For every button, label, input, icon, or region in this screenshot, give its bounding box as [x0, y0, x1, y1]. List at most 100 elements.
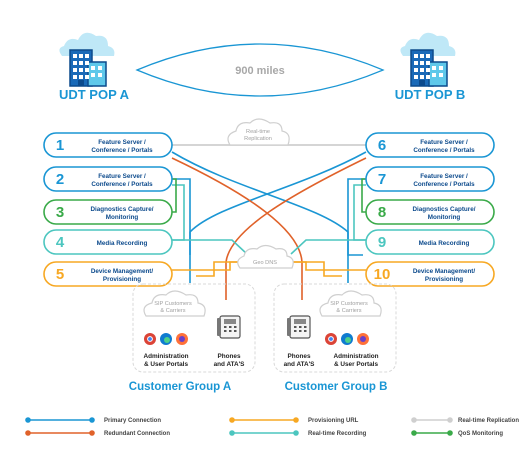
server-pill-outline [365, 166, 495, 192]
left-primary-vertical [172, 178, 191, 272]
group-a-label: Customer Group A [129, 381, 231, 393]
redundant-cross-a [171, 157, 303, 300]
server-pill-outline [365, 261, 495, 287]
server-label-line2: Provisioning [425, 276, 463, 283]
legend-label: Real-time Recording [308, 431, 367, 437]
server-pill-outline [43, 199, 173, 225]
legend-dot [293, 417, 299, 423]
pop-a-label: UDT POP A [59, 87, 130, 102]
group-b-admin-line2: & User Portals [334, 361, 378, 368]
group-a-phones-line1: Phones [217, 353, 241, 360]
legend-item: Redundant Connection [25, 430, 170, 437]
right-recording-to-dns [290, 239, 366, 255]
group-b-box [273, 283, 397, 373]
sip-b-line2: & Carriers [336, 308, 361, 314]
server-number: 6 [378, 137, 386, 154]
server-number: 8 [378, 204, 386, 221]
legend-dot [229, 417, 235, 423]
primary-cross-b [189, 151, 367, 255]
legend-item: Primary Connection [25, 417, 161, 424]
legend-label: Provisioning URL [308, 418, 359, 424]
sip-a-line1: SIP Customers [154, 301, 192, 307]
group-a-admin-line1: Administration [143, 353, 188, 360]
geo-dns-label: Geo DNS [253, 260, 277, 266]
legend-dot [89, 417, 95, 423]
group-a-phones-line2: and ATA'S [214, 361, 246, 368]
legend-dot [447, 430, 453, 436]
server-label-line2: Provisioning [103, 276, 141, 283]
group-b-phones-line2: and ATA'S [284, 361, 316, 368]
replication-cloud-icon: Real-time Replication [227, 118, 290, 146]
legend-item: Real-time Recording [229, 430, 367, 437]
legend-dot [25, 430, 31, 436]
group-b-browser-icons [324, 332, 370, 346]
group-b-phones-line1: Phones [287, 353, 311, 360]
left-provisioning [172, 261, 245, 271]
legend-dot [25, 417, 31, 423]
server-label-line2: Conference / Portals [91, 181, 153, 188]
server-label-line1: Device Management/ [413, 268, 476, 275]
server-label-line1: Diagnostics Capture/ [413, 206, 476, 213]
sip-cloud-b-icon: SIP Customers & Carriers [319, 290, 382, 317]
sip-b-line1: SIP Customers [330, 301, 368, 307]
distance-lens [135, 43, 385, 97]
sip-a-line2: & Carriers [160, 308, 185, 314]
pop-b-label: UDT POP B [395, 87, 466, 102]
server-number: 10 [374, 266, 391, 283]
server-number: 7 [378, 171, 386, 188]
server-label-line1: Feature Server / [420, 173, 468, 180]
redundant-cross-b [225, 157, 367, 300]
legend: Primary Connection Provisioning URL Real-t… [25, 417, 519, 437]
legend-label: Real-time Replication [458, 418, 519, 424]
legend-label: Redundant Connection [104, 431, 170, 437]
left-server-5: 5 Device Management/Provisioning [43, 261, 173, 287]
server-number: 5 [56, 266, 64, 283]
legend-label: QoS Monitoring [458, 431, 503, 437]
legend-label: Primary Connection [104, 418, 161, 424]
server-number: 4 [56, 234, 65, 251]
legend-dot [229, 430, 235, 436]
server-label-line1: Feature Server / [420, 139, 468, 146]
server-label-line1: Diagnostics Capture/ [91, 206, 154, 213]
sip-cloud-a-icon: SIP Customers & Carriers [143, 290, 206, 317]
server-pill-outline [365, 229, 495, 255]
pop-a-building-icon [58, 32, 116, 87]
legend-dot [411, 430, 417, 436]
group-b-admin-line1: Administration [333, 353, 378, 360]
server-pill-outline [43, 166, 173, 192]
server-label-line1: Device Management/ [91, 268, 154, 275]
server-pill-outline [43, 261, 173, 287]
right-server-7: 7 Feature Server /Conference / Portals [365, 166, 495, 192]
server-label-line1: Feature Server / [98, 139, 146, 146]
pop-b-building-icon [399, 32, 457, 87]
group-a-phone-icon [216, 315, 241, 339]
legend-dot [293, 430, 299, 436]
right-provisioning [293, 261, 366, 271]
distance-label: 900 miles [235, 65, 285, 77]
replication-line1: Real-time [246, 129, 270, 135]
legend-item: Real-time Replication [411, 417, 519, 424]
server-label-line2: Monitoring [106, 214, 139, 221]
server-number: 2 [56, 171, 64, 188]
connection-lines [166, 144, 372, 300]
server-label-line1: Media Recording [419, 240, 470, 247]
server-label-line2: Conference / Portals [413, 181, 475, 188]
server-label-line1: Feature Server / [98, 173, 146, 180]
server-number: 3 [56, 204, 64, 221]
dns-provisioning-b [293, 261, 342, 277]
legend-dot [89, 430, 95, 436]
server-pill-outline [43, 229, 173, 255]
legend-item: QoS Monitoring [411, 430, 503, 437]
left-server-2: 2 Feature Server /Conference / Portals [43, 166, 173, 192]
group-b-phone-icon [286, 315, 311, 339]
group-a-browser-icons [143, 332, 189, 346]
right-server-10: 10 Device Management/Provisioning [365, 261, 495, 287]
left-recording-to-dns [172, 239, 248, 255]
legend-dot [411, 417, 417, 423]
